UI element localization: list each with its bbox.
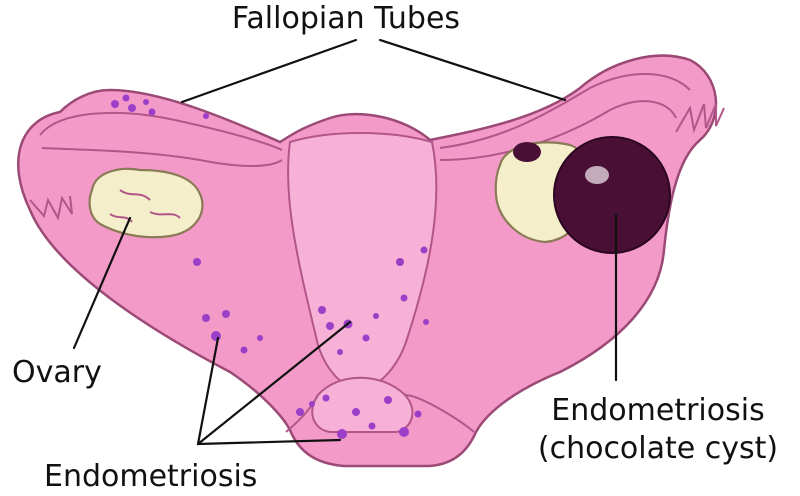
lesion: [318, 306, 326, 314]
lesion: [352, 408, 360, 416]
lesion: [420, 246, 428, 254]
endometriosis-leader-3: [196, 438, 342, 446]
endometriosis-leader-1: [196, 336, 220, 446]
lesion: [111, 100, 119, 108]
lesion: [423, 319, 429, 325]
lesion: [202, 314, 210, 322]
left-fallopian-tube-lower-edge: [41, 147, 283, 167]
uterine-cavity: [287, 132, 438, 394]
cervix: [311, 376, 414, 433]
lesion: [222, 310, 230, 318]
endometriosis-leader-2: [196, 320, 352, 446]
fallopian-tube-leader-left: [180, 38, 358, 104]
lesion: [240, 346, 248, 354]
right-fimbriae: [675, 103, 725, 134]
left-fimbriae: [29, 195, 73, 221]
ovary-leader: [72, 216, 132, 350]
lesion: [337, 429, 347, 439]
endometriosis-label: Endometriosis: [44, 459, 257, 494]
right-ovary-lesion: [513, 142, 541, 162]
chocolate-cyst-label-line1: Endometriosis: [551, 393, 764, 428]
chocolate-cyst-label-line2: (chocolate cyst): [538, 431, 778, 466]
lesion: [128, 104, 136, 112]
lesion: [373, 313, 379, 319]
chocolate-cyst-highlight: [585, 166, 609, 184]
lesion: [257, 335, 263, 341]
lesion: [211, 331, 221, 341]
fallopian-tube-leader-right: [378, 38, 567, 102]
left-ovary-texture: [109, 189, 181, 223]
lesion: [414, 410, 422, 418]
lesion: [362, 334, 370, 342]
lesion: [143, 99, 149, 105]
lesion: [148, 108, 156, 116]
left-fallopian-tube-lumen: [39, 111, 283, 151]
lesion: [193, 258, 201, 266]
leader-lines: [72, 38, 618, 446]
lesion: [368, 422, 376, 430]
lesion: [309, 401, 315, 407]
lesion: [122, 94, 130, 102]
cervix-outline: [285, 394, 475, 433]
lesion: [396, 258, 404, 266]
lesion: [400, 294, 408, 302]
lesion: [326, 322, 334, 330]
lesion: [337, 349, 343, 355]
right-fallopian-tube-lumen: [439, 72, 691, 149]
ovary-label: Ovary: [12, 355, 102, 390]
chocolate-cyst: [553, 136, 671, 254]
fallopian-tubes-label: Fallopian Tubes: [232, 1, 460, 36]
left-ovary: [88, 167, 204, 239]
lesion: [203, 113, 209, 119]
right-fallopian-tube-lower-edge: [439, 100, 677, 161]
lesion: [322, 394, 330, 402]
lesion: [399, 427, 409, 437]
lesion: [384, 396, 392, 404]
lesion: [296, 408, 304, 416]
